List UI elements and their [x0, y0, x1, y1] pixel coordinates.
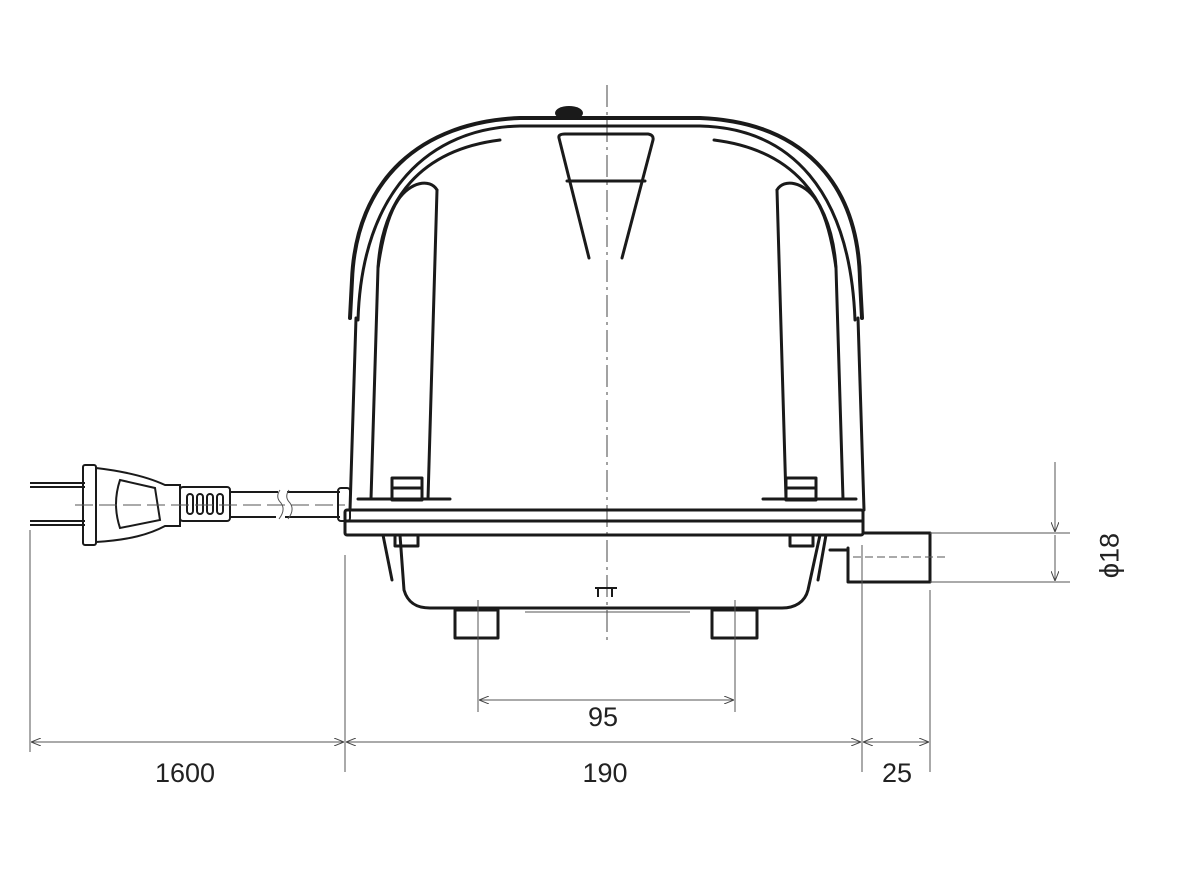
top-cover: [348, 106, 864, 322]
dim-outlet-length: 25: [881, 758, 913, 788]
dim-foot-spacing: 95: [587, 702, 619, 732]
power-cord: [230, 487, 351, 522]
power-plug: [30, 464, 345, 546]
dimension-lines: [29, 462, 1070, 772]
dim-outlet-diameter: ϕ18: [1094, 532, 1125, 579]
dim-body-width: 190: [582, 758, 628, 788]
base-tub: [381, 533, 828, 640]
bolt-right: [784, 476, 818, 502]
bolt-left: [390, 476, 424, 502]
knob-icon: [555, 106, 583, 120]
foot-left: [453, 608, 500, 640]
base-plate: [343, 508, 865, 537]
pump-body: [348, 132, 866, 512]
air-outlet: [828, 531, 945, 584]
dim-cord-length: 1600: [154, 758, 216, 788]
